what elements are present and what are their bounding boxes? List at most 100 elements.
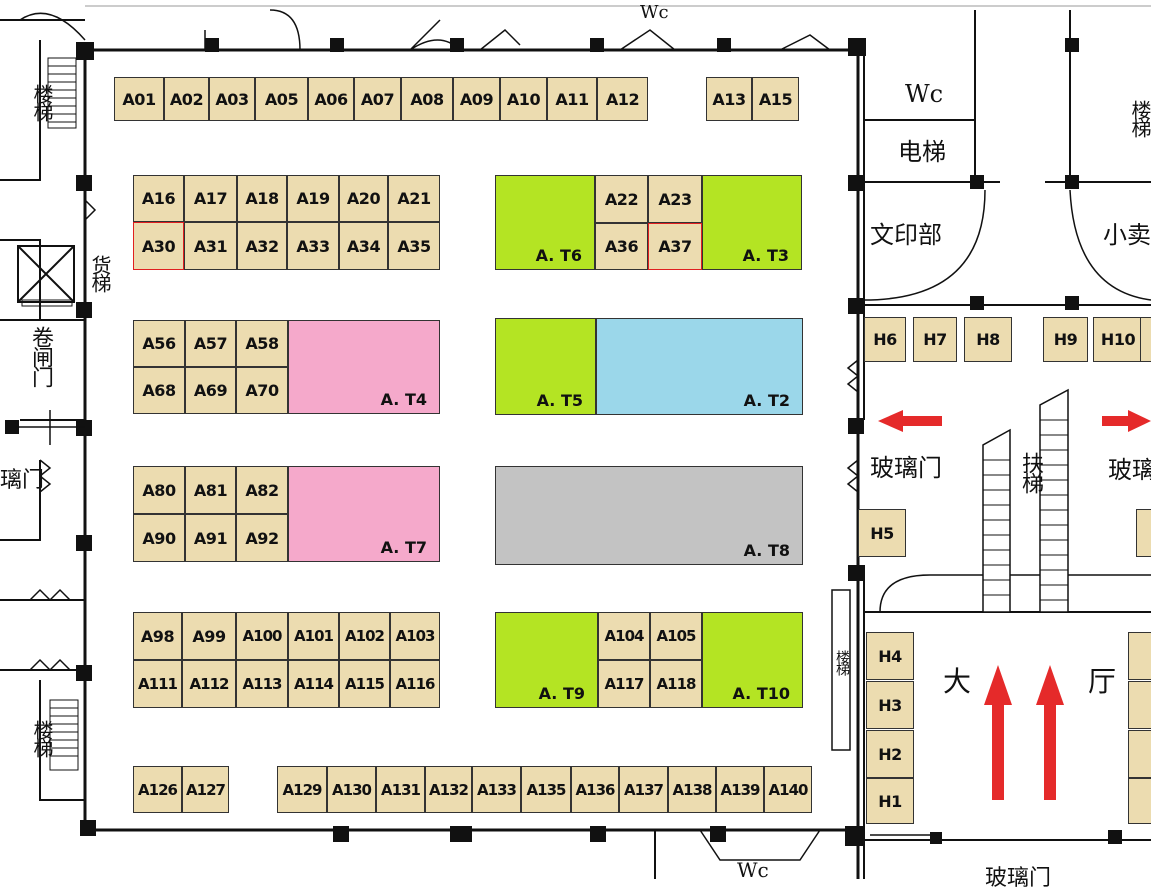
booth-a99[interactable]: A99 [182,612,236,660]
booth-a105[interactable]: A105 [650,612,702,660]
booth-partial[interactable] [1136,509,1151,557]
booth-a136[interactable]: A136 [571,766,619,813]
booth-a115[interactable]: A115 [339,660,390,708]
booth-partial[interactable] [1128,632,1151,680]
booth-h3[interactable]: H3 [866,681,914,729]
area-at9[interactable]: A. T9 [495,612,598,708]
booth-a140[interactable]: A140 [764,766,812,813]
booth-a58[interactable]: A58 [236,320,288,367]
booth-a30[interactable]: A30 [133,222,184,270]
area-at4[interactable]: A. T4 [288,320,440,414]
area-at6[interactable]: A. T6 [495,175,595,270]
area-label: A. T10 [732,684,790,703]
booth-a104[interactable]: A104 [598,612,650,660]
area-at3[interactable]: A. T3 [702,175,802,270]
booth-a07[interactable]: A07 [354,77,401,121]
booth-a36[interactable]: A36 [595,223,648,270]
booth-a18[interactable]: A18 [237,175,287,222]
hall-label-2: 厅 [1088,665,1117,698]
booth-a117[interactable]: A117 [598,660,650,708]
booth-a135[interactable]: A135 [521,766,571,813]
booth-a12[interactable]: A12 [597,77,648,121]
booth-h5[interactable]: H5 [858,509,906,557]
booth-a02[interactable]: A02 [164,77,209,121]
booth-a17[interactable]: A17 [184,175,237,222]
booth-a137[interactable]: A137 [619,766,668,813]
booth-a57[interactable]: A57 [185,320,236,367]
booth-h7[interactable]: H7 [913,317,957,362]
booth-a80[interactable]: A80 [133,466,185,514]
area-at8[interactable]: A. T8 [495,466,803,565]
booth-a56[interactable]: A56 [133,320,185,367]
booth-a68[interactable]: A68 [133,367,185,414]
booth-h6[interactable]: H6 [864,317,906,362]
booth-a81[interactable]: A81 [185,466,236,514]
area-at7[interactable]: A. T7 [288,466,440,562]
booth-a10[interactable]: A10 [500,77,547,121]
booth-a08[interactable]: A08 [401,77,453,121]
booth-a15[interactable]: A15 [752,77,799,121]
booth-a16[interactable]: A16 [133,175,184,222]
booth-a91[interactable]: A91 [185,514,236,562]
booth-h2[interactable]: H2 [866,730,914,778]
booth-a82[interactable]: A82 [236,466,288,514]
booth-a09[interactable]: A09 [453,77,500,121]
booth-a133[interactable]: A133 [472,766,521,813]
area-at10[interactable]: A. T10 [702,612,803,708]
booth-a118[interactable]: A118 [650,660,702,708]
booth-h9[interactable]: H9 [1043,317,1088,362]
booth-a70[interactable]: A70 [236,367,288,414]
booth-a37[interactable]: A37 [648,223,702,270]
booth-h8[interactable]: H8 [964,317,1012,362]
booth-a69[interactable]: A69 [185,367,236,414]
booth-h10[interactable]: H10 [1093,317,1143,362]
booth-a100[interactable]: A100 [236,612,288,660]
booth-a112[interactable]: A112 [182,660,236,708]
booth-a130[interactable]: A130 [327,766,376,813]
booth-a23[interactable]: A23 [648,175,702,223]
area-at2[interactable]: A. T2 [596,318,803,415]
booth-a139[interactable]: A139 [716,766,764,813]
booth-a111[interactable]: A111 [133,660,182,708]
booth-a131[interactable]: A131 [376,766,425,813]
booth-a32[interactable]: A32 [237,222,287,270]
booth-a90[interactable]: A90 [133,514,185,562]
booth-partial[interactable] [1128,778,1151,824]
booth-a102[interactable]: A102 [339,612,390,660]
booth-a126[interactable]: A126 [133,766,182,813]
booth-h1[interactable]: H1 [866,778,914,824]
booth-a98[interactable]: A98 [133,612,182,660]
booth-a33[interactable]: A33 [287,222,339,270]
rolling-gate-label: 卷闸门 [28,326,53,386]
booth-a22[interactable]: A22 [595,175,648,223]
booth-a132[interactable]: A132 [425,766,472,813]
booth-a34[interactable]: A34 [339,222,388,270]
booth-a19[interactable]: A19 [287,175,339,222]
booth-a11[interactable]: A11 [547,77,597,121]
booth-a138[interactable]: A138 [668,766,716,813]
booth-a05[interactable]: A05 [255,77,308,121]
booth-a20[interactable]: A20 [339,175,388,222]
booth-a127[interactable]: A127 [182,766,229,813]
booth-a129[interactable]: A129 [277,766,327,813]
area-at5[interactable]: A. T5 [495,318,596,415]
booth-a113[interactable]: A113 [236,660,288,708]
booth-a103[interactable]: A103 [390,612,440,660]
booth-partial[interactable] [1128,730,1151,778]
booth-a21[interactable]: A21 [388,175,440,222]
booth-a03[interactable]: A03 [209,77,255,121]
booth-partial[interactable] [1128,681,1151,729]
booth-a114[interactable]: A114 [288,660,339,708]
booth-a35[interactable]: A35 [388,222,440,270]
booth-a13[interactable]: A13 [706,77,752,121]
booth-a92[interactable]: A92 [236,514,288,562]
area-label: A. T8 [743,541,790,560]
booth-a01[interactable]: A01 [114,77,164,121]
booth-a116[interactable]: A116 [390,660,440,708]
booth-partial[interactable] [1140,317,1151,362]
booth-a31[interactable]: A31 [184,222,237,270]
booth-a101[interactable]: A101 [288,612,339,660]
booth-a06[interactable]: A06 [308,77,354,121]
booth-h4[interactable]: H4 [866,632,914,680]
